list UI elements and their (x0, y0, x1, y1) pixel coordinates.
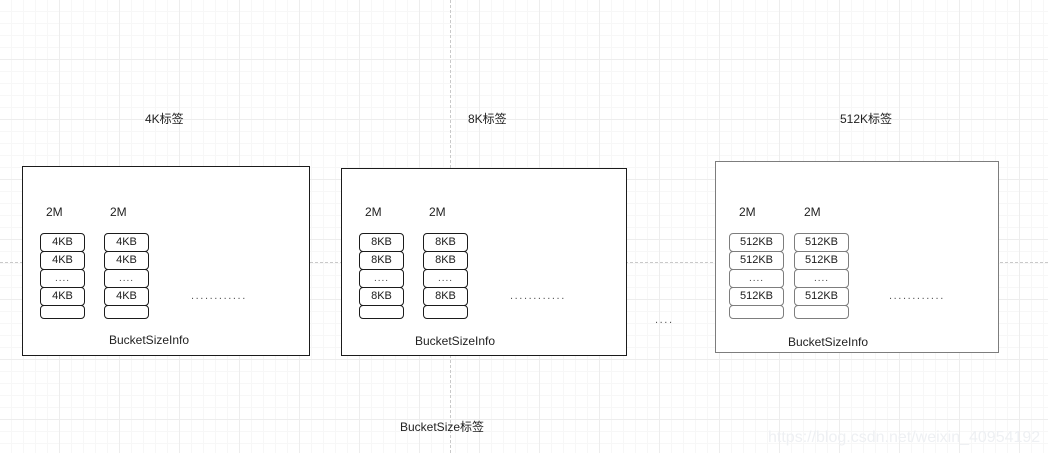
bucket-cell: 8KB (423, 251, 468, 270)
bucket-cell: 4KB (104, 287, 149, 306)
bucket-size-info-caption: BucketSizeInfo (788, 335, 869, 349)
bucket-cell: 8KB (423, 233, 468, 252)
bucket-cell-ellipsis: .... (104, 269, 149, 288)
bucket-size-info-container-512k: 2M 2M 512KB 512KB .... 512KB 512KB 512KB… (715, 161, 999, 353)
bucket-cell: 512KB (729, 287, 784, 306)
bucket-cell-empty (104, 305, 149, 319)
bucket-column-a: 512KB 512KB .... 512KB (729, 233, 784, 319)
bucket-column-b: 512KB 512KB .... 512KB (794, 233, 849, 319)
bucket-cell-empty (729, 305, 784, 319)
bucket-cell-empty (40, 305, 85, 319)
column-label-2m-a: 2M (46, 205, 63, 219)
groups-gap-ellipsis: .... (655, 314, 674, 326)
group-title-512k: 512K标签 (840, 112, 893, 126)
bucket-cell: 512KB (794, 251, 849, 270)
column-label-2m-b: 2M (804, 205, 821, 219)
bucket-cell: 4KB (104, 233, 149, 252)
bucket-cell-empty (423, 305, 468, 319)
bucket-column-a: 4KB 4KB .... 4KB (40, 233, 85, 319)
column-label-2m-b: 2M (110, 205, 127, 219)
bucket-cell: 8KB (359, 287, 404, 306)
bucket-column-b: 8KB 8KB .... 8KB (423, 233, 468, 319)
bucket-cell: 4KB (104, 251, 149, 270)
bucket-cell: 512KB (729, 233, 784, 252)
bucket-size-info-caption: BucketSizeInfo (109, 333, 190, 347)
bucket-cell: 512KB (729, 251, 784, 270)
bucket-cell-ellipsis: .... (423, 269, 468, 288)
column-label-2m-a: 2M (739, 205, 756, 219)
bucket-cell: 8KB (359, 251, 404, 270)
bucket-cell-ellipsis: .... (729, 269, 784, 288)
column-label-2m-a: 2M (365, 205, 382, 219)
bucket-cell: 8KB (359, 233, 404, 252)
bucket-size-info-caption: BucketSizeInfo (415, 334, 496, 348)
bucket-cell: 512KB (794, 233, 849, 252)
group-title-8k: 8K标签 (468, 112, 507, 126)
group-title-4k: 4K标签 (145, 112, 184, 126)
bucket-cell: 512KB (794, 287, 849, 306)
columns-ellipsis: ............ (889, 290, 945, 302)
bucket-size-bottom-label: BucketSize标签 (400, 420, 485, 434)
bucket-cell: 4KB (40, 287, 85, 306)
bucket-cell: 4KB (40, 251, 85, 270)
watermark: https://blog.csdn.net/weixin_40954192 (768, 429, 1041, 446)
bucket-cell-ellipsis: .... (794, 269, 849, 288)
bucket-cell-ellipsis: .... (359, 269, 404, 288)
column-label-2m-b: 2M (429, 205, 446, 219)
bucket-column-a: 8KB 8KB .... 8KB (359, 233, 404, 319)
bucket-cell-empty (359, 305, 404, 319)
bucket-cell-ellipsis: .... (40, 269, 85, 288)
columns-ellipsis: ............ (191, 290, 247, 302)
bucket-size-info-container-4k: 2M 2M 4KB 4KB .... 4KB 4KB 4KB .... 4KB … (22, 166, 310, 356)
bucket-cell-empty (794, 305, 849, 319)
bucket-column-b: 4KB 4KB .... 4KB (104, 233, 149, 319)
bucket-size-info-container-8k: 2M 2M 8KB 8KB .... 8KB 8KB 8KB .... 8KB … (341, 168, 627, 356)
bucket-cell: 4KB (40, 233, 85, 252)
columns-ellipsis: ............ (510, 290, 566, 302)
bucket-cell: 8KB (423, 287, 468, 306)
